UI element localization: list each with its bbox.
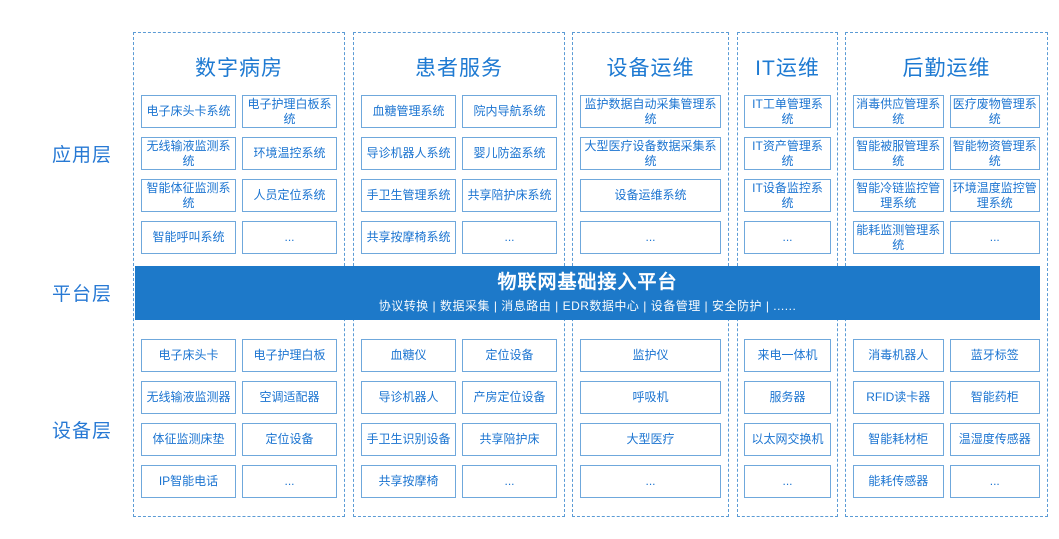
- system-box: 消毒供应管理系统: [853, 95, 944, 128]
- device-box-grid: 监护仪呼吸机大型医疗...: [580, 339, 721, 498]
- system-box: 智能耗材柜: [853, 423, 944, 456]
- system-box: 院内导航系统: [462, 95, 557, 128]
- system-box: 血糖管理系统: [361, 95, 456, 128]
- system-box: 能耗传感器: [853, 465, 944, 498]
- system-box: 无线输液监测器: [141, 381, 236, 414]
- layer-label-device: 设备层: [52, 421, 113, 442]
- app-box-grid: 监护数据自动采集管理系统大型医疗设备数据采集系统设备运维系统...: [580, 95, 721, 254]
- system-box: 电子护理白板系统: [242, 95, 337, 128]
- system-box: 电子床头卡: [141, 339, 236, 372]
- ellipsis-box: ...: [949, 465, 1040, 498]
- app-box-grid: 血糖管理系统院内导航系统导诊机器人系统婴儿防盗系统手卫生管理系统共享陪护床系统共…: [361, 95, 557, 254]
- system-box: 环境温度监控管理系统: [949, 179, 1040, 212]
- system-box: 产房定位设备: [462, 381, 557, 414]
- system-box: 共享陪护床: [462, 423, 557, 456]
- system-box: 智能物资管理系统: [949, 137, 1040, 170]
- system-box: 共享按摩椅: [361, 465, 456, 498]
- system-box: IP智能电话: [141, 465, 236, 498]
- system-box: 电子床头卡系统: [141, 95, 236, 128]
- system-box: 体征监测床垫: [141, 423, 236, 456]
- system-box: 能耗监测管理系统: [853, 221, 944, 254]
- system-box: 智能呼叫系统: [141, 221, 236, 254]
- system-box: 人员定位系统: [242, 179, 337, 212]
- ellipsis-box: ...: [580, 465, 721, 498]
- ellipsis-box: ...: [242, 465, 337, 498]
- system-box: IT工单管理系统: [744, 95, 831, 128]
- system-box: 婴儿防盗系统: [462, 137, 557, 170]
- system-box: 共享陪护床系统: [462, 179, 557, 212]
- layer-label-application: 应用层: [52, 145, 113, 166]
- system-box: 电子护理白板: [242, 339, 337, 372]
- system-box: 导诊机器人系统: [361, 137, 456, 170]
- system-box: 共享按摩椅系统: [361, 221, 456, 254]
- ellipsis-box: ...: [462, 221, 557, 254]
- app-box-grid: 消毒供应管理系统医疗废物管理系统智能被服管理系统智能物资管理系统智能冷链监控管理…: [853, 95, 1040, 254]
- device-box-grid: 来电一体机服务器以太网交换机...: [744, 339, 831, 498]
- system-box: 消毒机器人: [853, 339, 944, 372]
- system-box: IT设备监控系统: [744, 179, 831, 212]
- column-title: 患者服务: [415, 57, 503, 80]
- system-box: 环境温控系统: [242, 137, 337, 170]
- system-box: 智能被服管理系统: [853, 137, 944, 170]
- system-box: 温湿度传感器: [949, 423, 1040, 456]
- system-box: 空调适配器: [242, 381, 337, 414]
- system-box: 智能体征监测系统: [141, 179, 236, 212]
- platform-band-title: 物联网基础接入平台: [497, 272, 678, 294]
- system-box: 定位设备: [242, 423, 337, 456]
- app-box-grid: 电子床头卡系统电子护理白板系统无线输液监测系统环境温控系统智能体征监测系统人员定…: [141, 95, 337, 254]
- system-box: RFID读卡器: [853, 381, 944, 414]
- column-it-ops: IT运维 IT工单管理系统 IT资产管理系统 IT设备监控系统... 来电一体机服务…: [737, 32, 838, 517]
- column-title: IT运维: [755, 57, 820, 80]
- layer-label-platform: 平台层: [52, 284, 113, 305]
- system-box: 大型医疗: [580, 423, 721, 456]
- device-box-grid: 血糖仪定位设备导诊机器人产房定位设备手卫生识别设备共享陪护床共享按摩椅...: [361, 339, 557, 498]
- system-box: 智能冷链监控管理系统: [853, 179, 944, 212]
- system-box: 手卫生识别设备: [361, 423, 456, 456]
- system-box: 血糖仪: [361, 339, 456, 372]
- ellipsis-box: ...: [744, 221, 831, 254]
- platform-band: 物联网基础接入平台 协议转换 | 数据采集 | 消息路由 | EDR数据中心 |…: [135, 266, 1040, 320]
- system-box: 蓝牙标签: [949, 339, 1040, 372]
- app-box-grid: IT工单管理系统 IT资产管理系统 IT设备监控系统...: [744, 95, 831, 254]
- ellipsis-box: ...: [580, 221, 721, 254]
- system-box: 智能药柜: [949, 381, 1040, 414]
- column-logistics-ops: 后勤运维 消毒供应管理系统医疗废物管理系统智能被服管理系统智能物资管理系统智能冷…: [845, 32, 1048, 517]
- system-box: 大型医疗设备数据采集系统: [580, 137, 721, 170]
- system-box: 以太网交换机: [744, 423, 831, 456]
- ellipsis-box: ...: [462, 465, 557, 498]
- system-box: 手卫生管理系统: [361, 179, 456, 212]
- column-patient-services: 患者服务 血糖管理系统院内导航系统导诊机器人系统婴儿防盗系统手卫生管理系统共享陪…: [353, 32, 565, 517]
- column-title: 后勤运维: [902, 57, 991, 80]
- ellipsis-box: ...: [242, 221, 337, 254]
- column-digital-ward: 数字病房 电子床头卡系统电子护理白板系统无线输液监测系统环境温控系统智能体征监测…: [133, 32, 345, 517]
- system-box: 医疗废物管理系统: [949, 95, 1040, 128]
- system-box: 来电一体机: [744, 339, 831, 372]
- system-box: IT资产管理系统: [744, 137, 831, 170]
- system-box: 导诊机器人: [361, 381, 456, 414]
- ellipsis-box: ...: [949, 221, 1040, 254]
- system-box: 无线输液监测系统: [141, 137, 236, 170]
- system-box: 监护仪: [580, 339, 721, 372]
- column-title: 设备运维: [606, 57, 695, 80]
- system-box: 呼吸机: [580, 381, 721, 414]
- system-box: 设备运维系统: [580, 179, 721, 212]
- column-equipment-ops: 设备运维 监护数据自动采集管理系统大型医疗设备数据采集系统设备运维系统... 监…: [572, 32, 729, 517]
- system-box: 定位设备: [462, 339, 557, 372]
- ellipsis-box: ...: [744, 465, 831, 498]
- system-box: 服务器: [744, 381, 831, 414]
- platform-band-subtitle: 协议转换 | 数据采集 | 消息路由 | EDR数据中心 | 设备管理 | 安全…: [378, 298, 797, 313]
- system-box: 监护数据自动采集管理系统: [580, 95, 721, 128]
- column-title: 数字病房: [195, 57, 283, 80]
